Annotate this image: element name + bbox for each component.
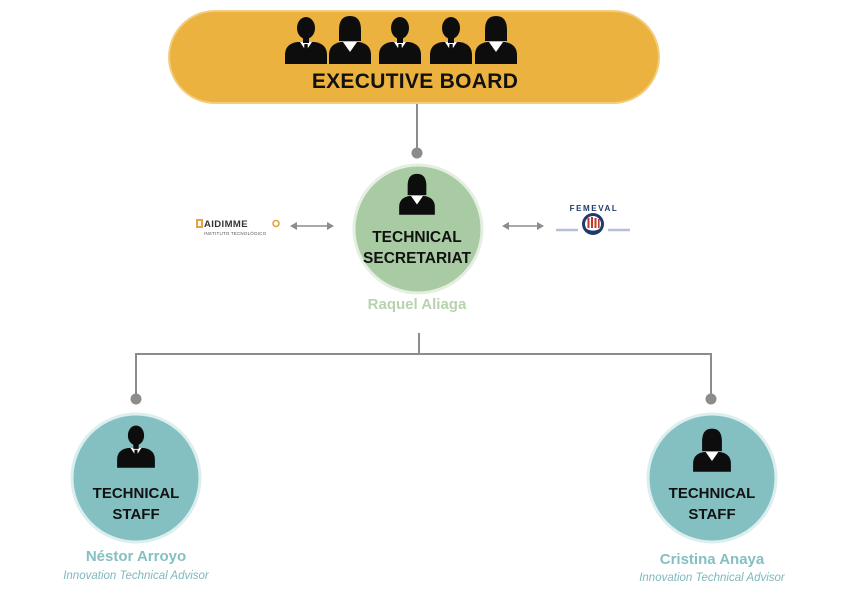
staff-person-name-right: Cristina Anaya <box>659 551 765 568</box>
staff-label-line2: STAFF <box>688 506 736 523</box>
staff-role-right: Innovation Technical Advisor <box>639 572 785 584</box>
staff-circle-right <box>646 412 778 544</box>
secretariat-label-line2: SECRETARIAT <box>363 250 471 267</box>
staff-label-right: TECHNICAL STAFF <box>647 483 777 525</box>
secretariat-circle <box>352 163 484 295</box>
secretariat-to-staff-connector <box>135 333 420 398</box>
secretariat-person-name: Raquel Aliaga <box>367 296 467 313</box>
staff-role-left: Innovation Technical Advisor <box>63 570 209 582</box>
connector-dot <box>411 147 423 159</box>
femeval-logo <box>556 213 630 235</box>
secretariat-label: TECHNICAL SECRETARIAT <box>352 227 482 269</box>
staff-person-name-left: Néstor Arroyo <box>85 548 187 565</box>
connector-dot <box>705 393 717 405</box>
staff-label-line1: TECHNICAL <box>92 485 180 502</box>
secretariat-to-staff-connector <box>419 353 712 398</box>
aidimme-subtitle: INSTITUTO TECNOLÓGICO <box>204 231 267 236</box>
staff-label-left: TECHNICAL STAFF <box>71 483 201 525</box>
aidimme-name: AIDIMME <box>204 219 248 230</box>
aidimme-logo <box>196 219 280 228</box>
double-arrow-icon <box>290 222 334 230</box>
secretariat-label-line1: TECHNICAL <box>372 229 462 246</box>
femeval-name: FEMEVAL <box>569 204 619 213</box>
staff-label-line1: TECHNICAL <box>668 485 756 502</box>
staff-circle-left <box>70 412 202 544</box>
connector-dot <box>130 393 142 405</box>
double-arrow-icon <box>502 222 544 230</box>
staff-label-line2: STAFF <box>112 506 160 523</box>
executive-board-title: EXECUTIVE BOARD <box>311 70 519 93</box>
